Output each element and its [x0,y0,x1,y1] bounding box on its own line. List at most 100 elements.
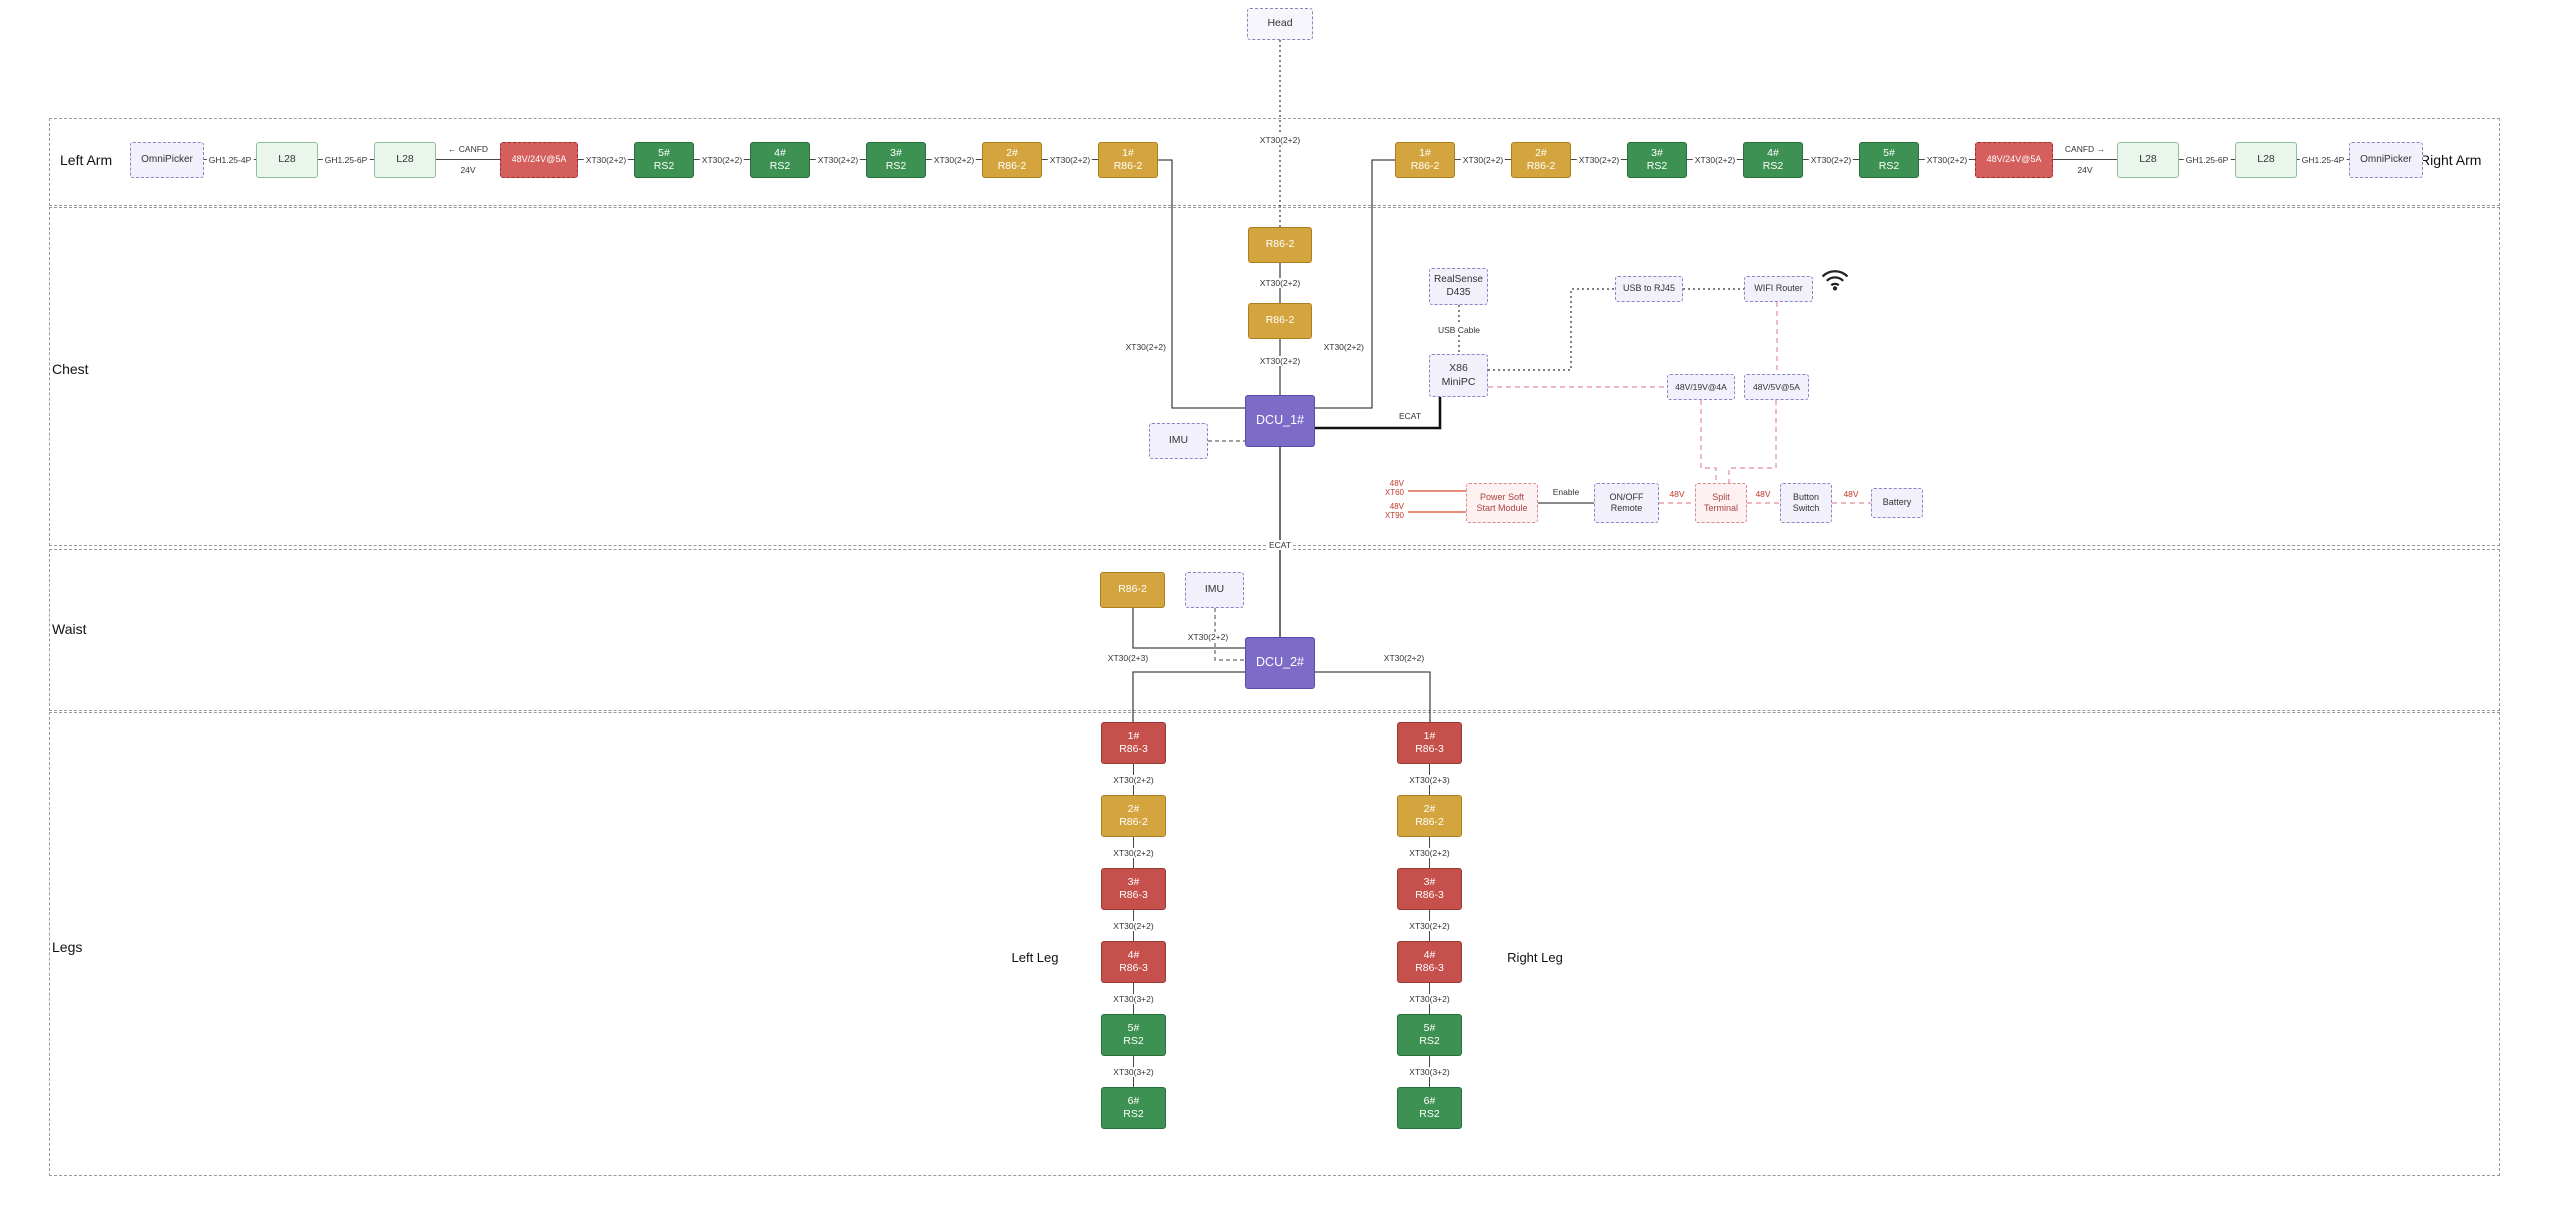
xt90-line2: XT90 [1384,511,1404,521]
link-label: XT30(3+2) [1111,1066,1156,1077]
link-label: GH1.25-6P [322,155,370,165]
right-arm-joint5: 5#RS2 [1859,142,1919,178]
right-arm-joint4: 4#RS2 [1743,142,1803,178]
box-label: 48V/24V@5A [1986,154,2042,165]
box-label: R86-3 [1119,962,1148,974]
box-label: R86-2 [1265,314,1295,327]
link-label: XT30(2+2) [1576,155,1622,165]
left-arm-link-xt30-4: XT30(2+2) [926,142,982,178]
v48-label-1: 48V [1669,489,1685,499]
right-arm-dcdc-48v-24v: 48V/24V@5A [1975,142,2053,178]
box-label: RS2 [1762,160,1784,172]
left-arm-chain: OmniPicker GH1.25-4P L28 GH1.25-6P L28 ←… [130,142,1158,178]
right-arm-l28-a: L28 [2117,142,2179,178]
ecat-x86-label: ECAT [1398,411,1422,421]
box-label: R86-2 [1119,816,1148,828]
box-label: RS2 [1123,1035,1144,1047]
box-label: USB to RJ45 [1622,283,1676,294]
v48-label-2: 48V [1755,489,1771,499]
legs-label: Legs [52,939,83,955]
right-arm-link-xt30-2: XT30(2+2) [1571,142,1627,178]
left-arm-dcdc-48v-24v: 48V/24V@5A [500,142,578,178]
wire-rightarm-to-dcu1 [1314,159,1395,409]
box-label: 6# [1423,1094,1436,1107]
box-label: RS2 [1878,160,1900,172]
left-leg-joint2: 2#R86-2 [1101,795,1166,837]
left-leg-joint3: 3#R86-3 [1101,868,1166,910]
box-label: RS2 [1123,1108,1144,1120]
box-label: 4# [1767,146,1779,159]
right-arm-link-xt30-3: XT30(2+2) [1687,142,1743,178]
box-label: RS2 [885,160,907,172]
conv-48v-19v-node: 48V/19V@4A [1667,374,1735,400]
wire-leftarm-to-dcu1 [1158,159,1245,409]
canfd-text: CANFD [2064,144,2095,154]
right-leg-link-label: XT30(2+2) [1381,653,1427,663]
box-label: 3# [1127,875,1140,888]
wire-dcu2-to-left-leg [1132,671,1245,722]
left-arm-link-xt30-3: XT30(2+2) [810,142,866,178]
box-label: R86-2 [1118,583,1147,596]
box-label: Battery [1882,497,1912,508]
box-label: Remote [1610,503,1643,513]
box-label: R86-2 [1410,160,1440,172]
link-label: XT30(2+2) [1111,920,1156,931]
chest-link-mid-label: XT30(2+2) [1257,356,1303,366]
left-arm-link-xt30-5: XT30(2+2) [1042,142,1098,178]
left-leg-link-label: XT30(2+3) [1105,653,1151,663]
box-label: 48V/5V@5A [1753,381,1800,392]
left-leg-link-2: XT30(2+2) [1101,837,1166,868]
box-label: 2# [1006,146,1018,159]
box-label: Start Module [1476,503,1528,513]
right-arm-joint1: 1#R86-2 [1395,142,1455,178]
left-arm-l28-b: L28 [374,142,436,178]
right-leg-joint3: 3#R86-3 [1397,868,1462,910]
canfd-arrow-icon: → [2096,144,2106,154]
box-label: 3# [1423,875,1436,888]
wire-ecat-dcu1-x86 [1314,397,1442,430]
box-label: R86-3 [1415,962,1444,974]
left-leg-link-1: XT30(2+2) [1101,764,1166,795]
box-label: R86-3 [1119,889,1148,901]
left-arm-label: Left Arm [60,152,113,168]
wire-dcu2-to-right-leg [1314,671,1431,722]
right-arm-link-gh6p: GH1.25-6P [2179,142,2235,178]
right-arm-joint2: 2#R86-2 [1511,142,1571,178]
box-label: 5# [1423,1021,1436,1034]
box-label: RealSense [1434,274,1483,285]
box-label: RS2 [1419,1035,1440,1047]
xt90-label: 48V XT90 [1356,502,1404,520]
box-label: R86-2 [1526,160,1556,172]
left-leg-link-4: XT30(3+2) [1101,983,1166,1014]
box-label: Split [1712,491,1730,502]
box-label: 48V/24V@5A [511,154,567,165]
link-label: XT30(2+2) [1692,155,1738,165]
box-label: 6# [1127,1094,1140,1107]
head-node-label: Head [1267,17,1293,30]
right-leg-link-4: XT30(3+2) [1397,983,1462,1014]
wire [2053,159,2117,161]
box-label: 5# [1127,1021,1140,1034]
box-label: R86-2 [997,160,1027,172]
box-label: DCU_2# [1256,655,1304,670]
box-label: IMU [1204,583,1225,596]
right-leg-label: Right Leg [1507,950,1563,965]
left-arm-joint1: 1#R86-2 [1098,142,1158,178]
left-arm-link-canfd: ← CANFD 24V [436,142,500,178]
box-label: 1# [1122,146,1134,159]
section-legs [49,712,2500,1176]
xt60-line1: 48V [1389,479,1404,488]
right-leg-joint1: 1#R86-3 [1397,722,1462,764]
right-arm-link-xt30-4: XT30(2+2) [1803,142,1859,178]
v48-label-3: 48V [1843,489,1859,499]
box-label: R86-3 [1415,889,1444,901]
wire-x86-to-rj45 [1488,288,1615,371]
enable-label: Enable [1552,487,1580,497]
box-label: 4# [1423,948,1436,961]
